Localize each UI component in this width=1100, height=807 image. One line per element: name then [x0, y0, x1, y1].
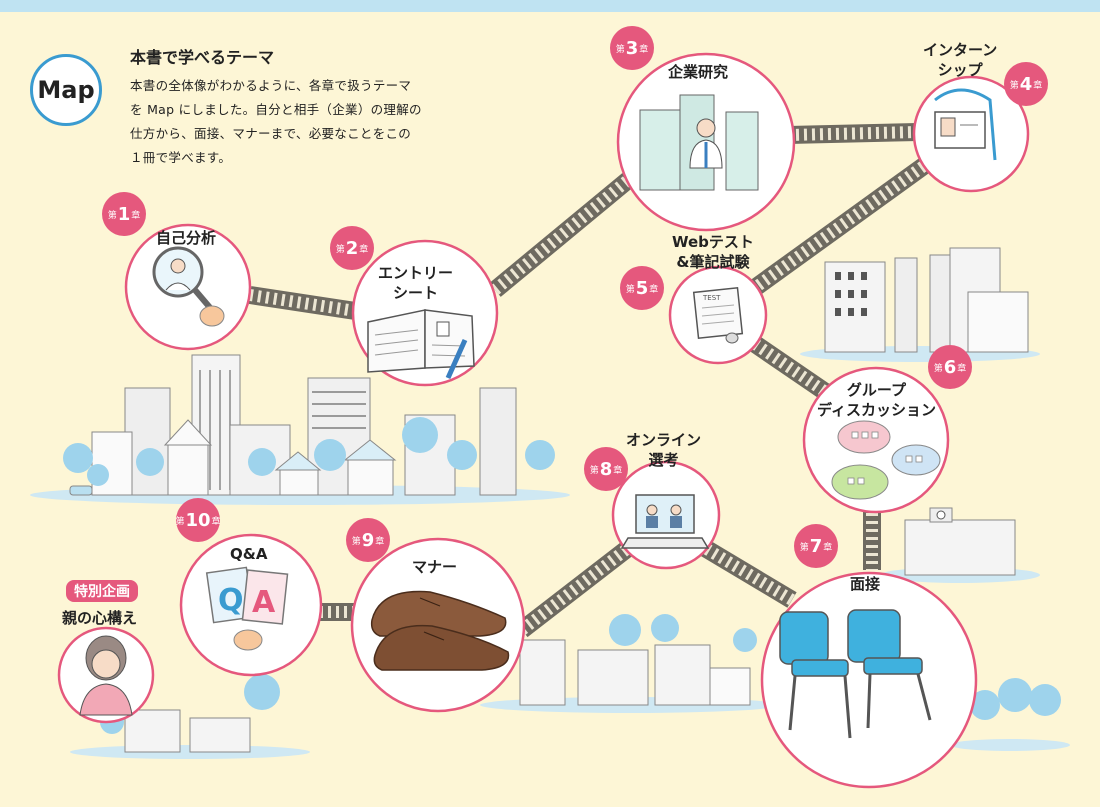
- chapter-10-title: Q&A: [230, 544, 267, 564]
- city-buildings-right: [800, 247, 1070, 751]
- chapter-1-title: 自己分析: [156, 228, 216, 248]
- chapter-number: 5: [635, 277, 649, 299]
- chapter-4-title: インターン シップ: [923, 40, 997, 80]
- map-badge: Map: [30, 54, 102, 126]
- intro-line: 本書の全体像がわかるように、各章で扱うテーマ: [130, 78, 412, 93]
- parent-illustration: [79, 635, 133, 716]
- town-bottom: [70, 614, 780, 759]
- chapter-suffix: 章: [375, 536, 385, 547]
- chapter-title-line: シップ: [937, 61, 983, 79]
- chapter-9-title: マナー: [412, 557, 457, 577]
- chapter-number: 1: [117, 203, 131, 225]
- chapter-7-title: 面接: [850, 574, 880, 594]
- chapter-6-title: グループ ディスカッション: [817, 380, 936, 420]
- chapter-prefix: 第: [799, 542, 809, 553]
- chapter-title-line: シート: [393, 284, 439, 302]
- qa-cards-illustration: Q A: [205, 566, 289, 651]
- chapter-number: 6: [943, 356, 957, 378]
- test-label: TEST: [702, 294, 721, 302]
- chapter-prefix: 第: [1009, 80, 1019, 91]
- chapter-prefix: 第: [335, 244, 345, 255]
- chapter-title-line: 選考: [648, 451, 679, 469]
- chapter-number: 7: [809, 535, 823, 557]
- chapter-prefix: 第: [351, 536, 361, 547]
- entry-sheet-illustration: [367, 309, 475, 380]
- chapter-number: 4: [1019, 73, 1033, 95]
- chapter-title-line: 面接: [850, 575, 881, 593]
- special-tag: 特別企画: [66, 580, 138, 602]
- chapter-suffix: 章: [957, 363, 967, 374]
- chapter-2-title: エントリー シート: [378, 263, 453, 303]
- laptop-illustration: [620, 494, 710, 549]
- intro-text: 本書の全体像がわかるように、各章で扱うテーマ を Map にしました。自分と相手…: [130, 74, 480, 170]
- top-sky-band: [0, 0, 1100, 12]
- chapter-suffix: 章: [359, 244, 369, 255]
- chapter-title-line: &筆記試験: [676, 253, 750, 271]
- city-buildings-left: [30, 354, 570, 505]
- chapter-number: 3: [625, 37, 639, 59]
- chapter-title-line: マナー: [412, 558, 458, 576]
- intro-line: １冊で学べます。: [130, 150, 232, 165]
- chapter-number: 9: [361, 529, 375, 551]
- chairs-illustration: [779, 609, 932, 739]
- chapter-prefix: 第: [615, 44, 625, 55]
- chapter-prefix: 第: [933, 363, 943, 374]
- chapter-number: 8: [599, 458, 613, 480]
- chapter-suffix: 章: [639, 44, 649, 55]
- chapter-suffix: 章: [1033, 80, 1043, 91]
- speech-bubbles-illustration: [831, 420, 941, 500]
- a-letter: A: [252, 585, 276, 620]
- magnifier-illustration: [152, 246, 225, 327]
- intro-line: 仕方から、面接、マナーまで、必要なことをこの: [130, 126, 412, 141]
- intro-title: 本書で学べるテーマ: [130, 48, 275, 67]
- intro-line: を Map にしました。自分と相手（企業）の理解の: [130, 102, 422, 117]
- chapter-suffix: 章: [131, 210, 141, 221]
- test-paper-illustration: TEST: [692, 287, 744, 344]
- chapter-title-line: Q&A: [230, 545, 268, 563]
- name-badge-illustration: [934, 88, 997, 161]
- chapter-title-line: インターン: [923, 41, 998, 59]
- chapter-title-line: 企業研究: [668, 63, 729, 81]
- chapter-suffix: 章: [211, 516, 221, 527]
- shoes-illustration: [370, 590, 510, 671]
- chapter-suffix: 章: [823, 542, 833, 553]
- chapter-prefix: 第: [589, 465, 599, 476]
- chapter-number: 10: [185, 509, 211, 531]
- chapter-prefix: 第: [107, 210, 117, 221]
- chapter-title-line: ディスカッション: [817, 401, 936, 419]
- special-title: 親の心構え: [62, 609, 138, 627]
- chapter-number: 2: [345, 237, 359, 259]
- chapter-title-line: オンライン: [626, 431, 702, 449]
- chapter-title-line: グループ: [846, 381, 907, 399]
- company-research-illustration: [639, 94, 759, 191]
- q-letter: Q: [218, 583, 244, 618]
- chapter-suffix: 章: [613, 465, 623, 476]
- chapter-suffix: 章: [649, 284, 659, 295]
- chapter-title-line: エントリー: [378, 264, 454, 282]
- chapter-3-title: 企業研究: [668, 62, 728, 82]
- chapter-prefix: 第: [175, 516, 185, 527]
- chapter-prefix: 第: [625, 284, 635, 295]
- chapter-5-title: Webテスト &筆記試験: [672, 232, 754, 272]
- chapter-8-title: オンライン 選考: [626, 430, 701, 470]
- chapter-title-line: Webテスト: [672, 233, 754, 251]
- chapter-title-line: 自己分析: [156, 229, 217, 247]
